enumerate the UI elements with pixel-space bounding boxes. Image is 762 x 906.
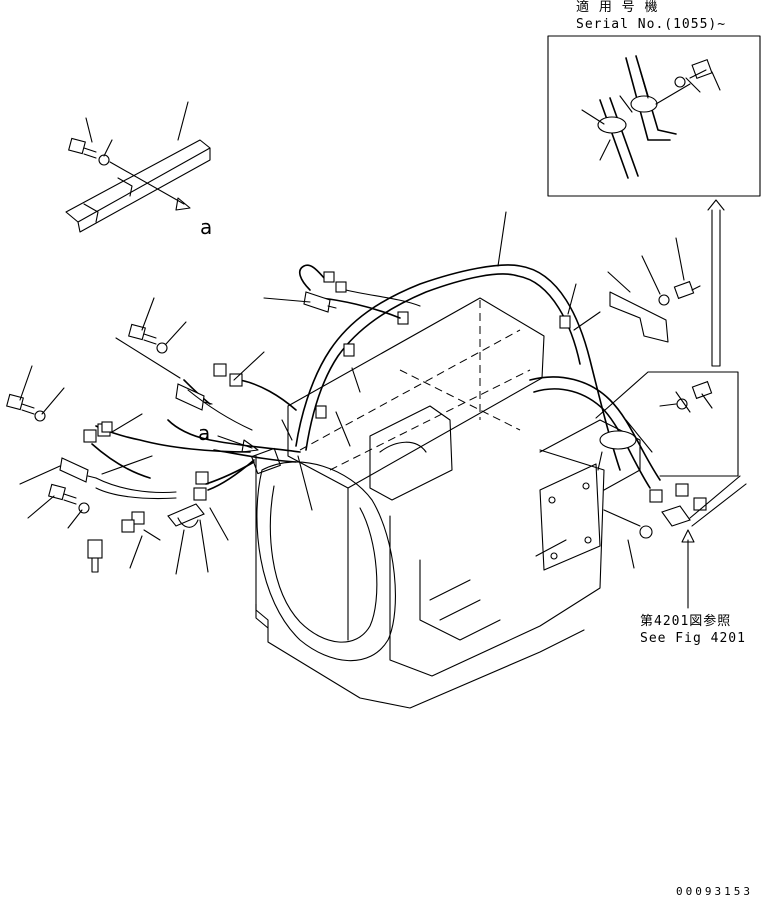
wiring-harness bbox=[6, 211, 747, 609]
reference-fig-jp: 第4201図参照 bbox=[640, 614, 732, 629]
bracket-view bbox=[65, 101, 211, 233]
view-arrow-label-mid: a bbox=[198, 421, 212, 445]
transmission-housing bbox=[255, 297, 641, 709]
detail-arrow bbox=[707, 199, 725, 367]
serial-title-jp: 適 用 号 機 bbox=[576, 0, 659, 15]
reference-fig-en: See Fig 4201 bbox=[640, 631, 746, 646]
serial-detail-box bbox=[547, 35, 761, 197]
serial-number-label: Serial No.(1055)~ bbox=[576, 17, 727, 32]
drawing-code: 00093153 bbox=[676, 885, 753, 898]
view-arrow-label-top: a bbox=[200, 215, 214, 239]
